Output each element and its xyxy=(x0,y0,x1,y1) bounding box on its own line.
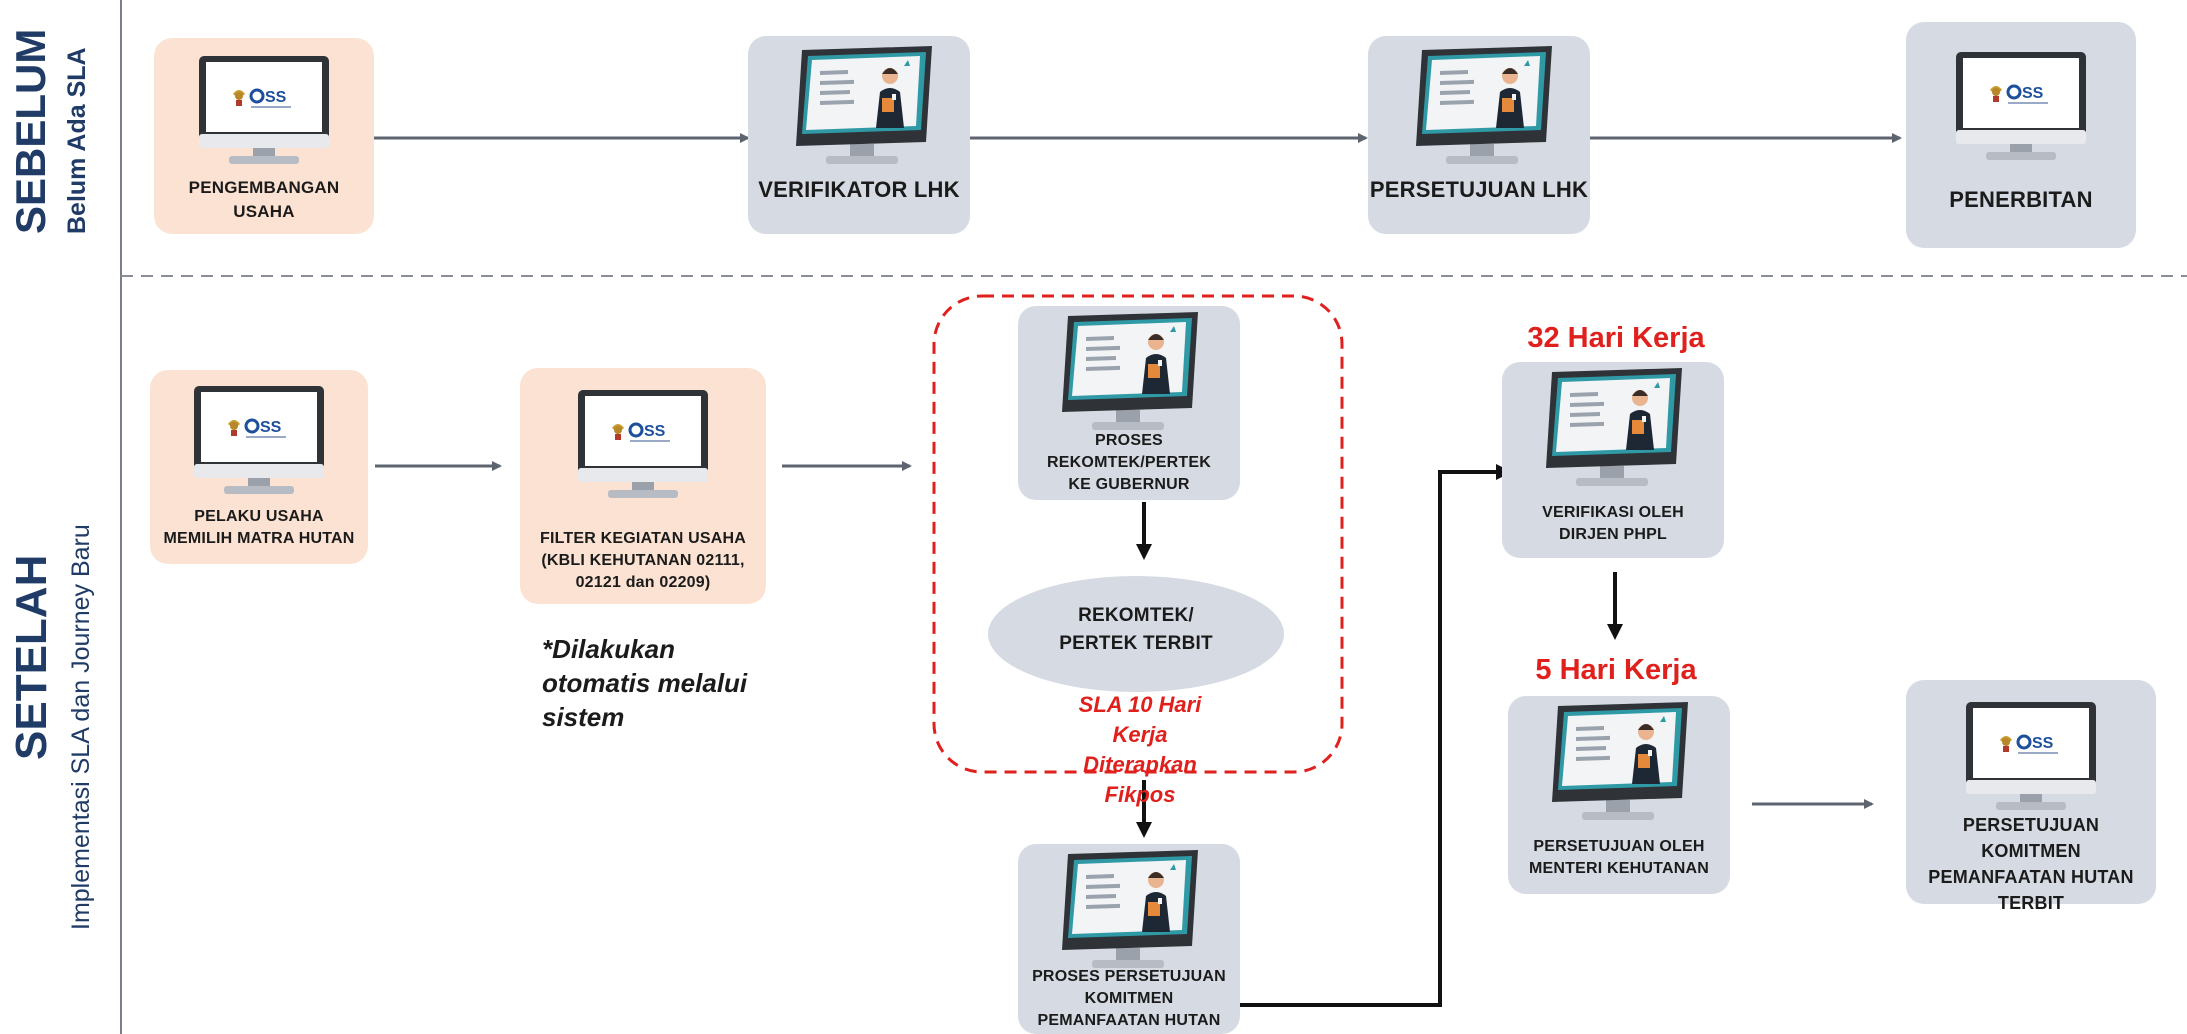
section-before-subtitle: Belum Ada SLA xyxy=(63,47,91,234)
ellipse-label: REKOMTEK/ PERTEK TERBIT xyxy=(1059,605,1213,654)
step-proses-persetujuan: PROSES PERSETUJUAN KOMITMEN PEMANFAATAN … xyxy=(1018,844,1240,1034)
monitor-oss-icon xyxy=(578,390,708,500)
step-pengembangan-usaha: PENGEMBANGAN USAHA xyxy=(154,38,374,234)
step-label: PERSETUJUAN OLEH MENTERI KEHUTANAN xyxy=(1529,838,1709,877)
step-verifikator-lhk: VERIFIKATOR LHK xyxy=(748,36,970,234)
auto-note: *Dilakukan otomatis melalui sistem xyxy=(542,634,748,732)
step-label: VERIFIKASI OLEH DIRJEN PHPL xyxy=(1542,504,1684,543)
monitor-oss-icon xyxy=(1966,702,2096,812)
step-persetujuan-menteri: PERSETUJUAN OLEH MENTERI KEHUTANAN xyxy=(1508,696,1730,894)
monitor-person-icon xyxy=(1062,850,1198,968)
step-filter-kegiatan: FILTER KEGIATAN USAHA (KBLI KEHUTANAN 02… xyxy=(520,368,766,604)
monitor-person-icon xyxy=(796,46,932,164)
step-label: PROSES REKOMTEK/PERTEK KE GUBERNUR xyxy=(1047,432,1211,493)
step-label: PERSETUJUAN KOMITMEN PEMANFAATAN HUTAN T… xyxy=(1928,815,2134,913)
section-before-title: SEBELUM xyxy=(7,28,54,234)
monitor-person-icon xyxy=(1062,312,1198,430)
step-final-terbit: PERSETUJUAN KOMITMEN PEMANFAATAN HUTAN T… xyxy=(1906,680,2156,913)
step-label: PELAKU USAHA MEMILIH MATRA HUTAN xyxy=(163,508,355,547)
days-5-label: 5 Hari Kerja xyxy=(1535,654,1697,686)
rekomtek-terbit-ellipse: REKOMTEK/ PERTEK TERBIT xyxy=(988,576,1284,692)
days-32-label: 32 Hari Kerja xyxy=(1527,322,1705,354)
monitor-oss-icon xyxy=(1956,52,2086,162)
sla-note: SLA 10 Hari Kerja Diterapkan Fikpos xyxy=(1078,692,1202,807)
monitor-oss-icon xyxy=(194,386,324,496)
step-pelaku-usaha: PELAKU USAHA MEMILIH MATRA HUTAN xyxy=(150,370,368,564)
step-label: PROSES PERSETUJUAN KOMITMEN PEMANFAATAN … xyxy=(1032,968,1226,1029)
step-label: FILTER KEGIATAN USAHA (KBLI KEHUTANAN 02… xyxy=(540,530,746,591)
step-label: PENGEMBANGAN USAHA xyxy=(188,178,340,221)
step-persetujuan-lhk: PERSETUJUAN LHK xyxy=(1368,36,1590,234)
step-penerbitan: PENERBITAN xyxy=(1906,22,2136,248)
monitor-person-icon xyxy=(1552,702,1688,820)
monitor-person-icon xyxy=(1546,368,1682,486)
step-label: VERIFIKATOR LHK xyxy=(758,177,960,202)
monitor-person-icon xyxy=(1416,46,1552,164)
monitor-oss-icon xyxy=(199,56,329,166)
step-proses-rekomtek: PROSES REKOMTEK/PERTEK KE GUBERNUR xyxy=(1018,306,1240,500)
step-label: PENERBITAN xyxy=(1949,187,2093,212)
section-after-subtitle: Implementasi SLA dan Journey Baru xyxy=(67,524,95,930)
arrow-persetujuan-to-verifikasi xyxy=(1240,464,1512,1007)
step-label: PERSETUJUAN LHK xyxy=(1369,177,1589,202)
step-verifikasi-dirjen: VERIFIKASI OLEH DIRJEN PHPL xyxy=(1502,362,1724,558)
section-after-title: SETELAH xyxy=(7,554,56,760)
